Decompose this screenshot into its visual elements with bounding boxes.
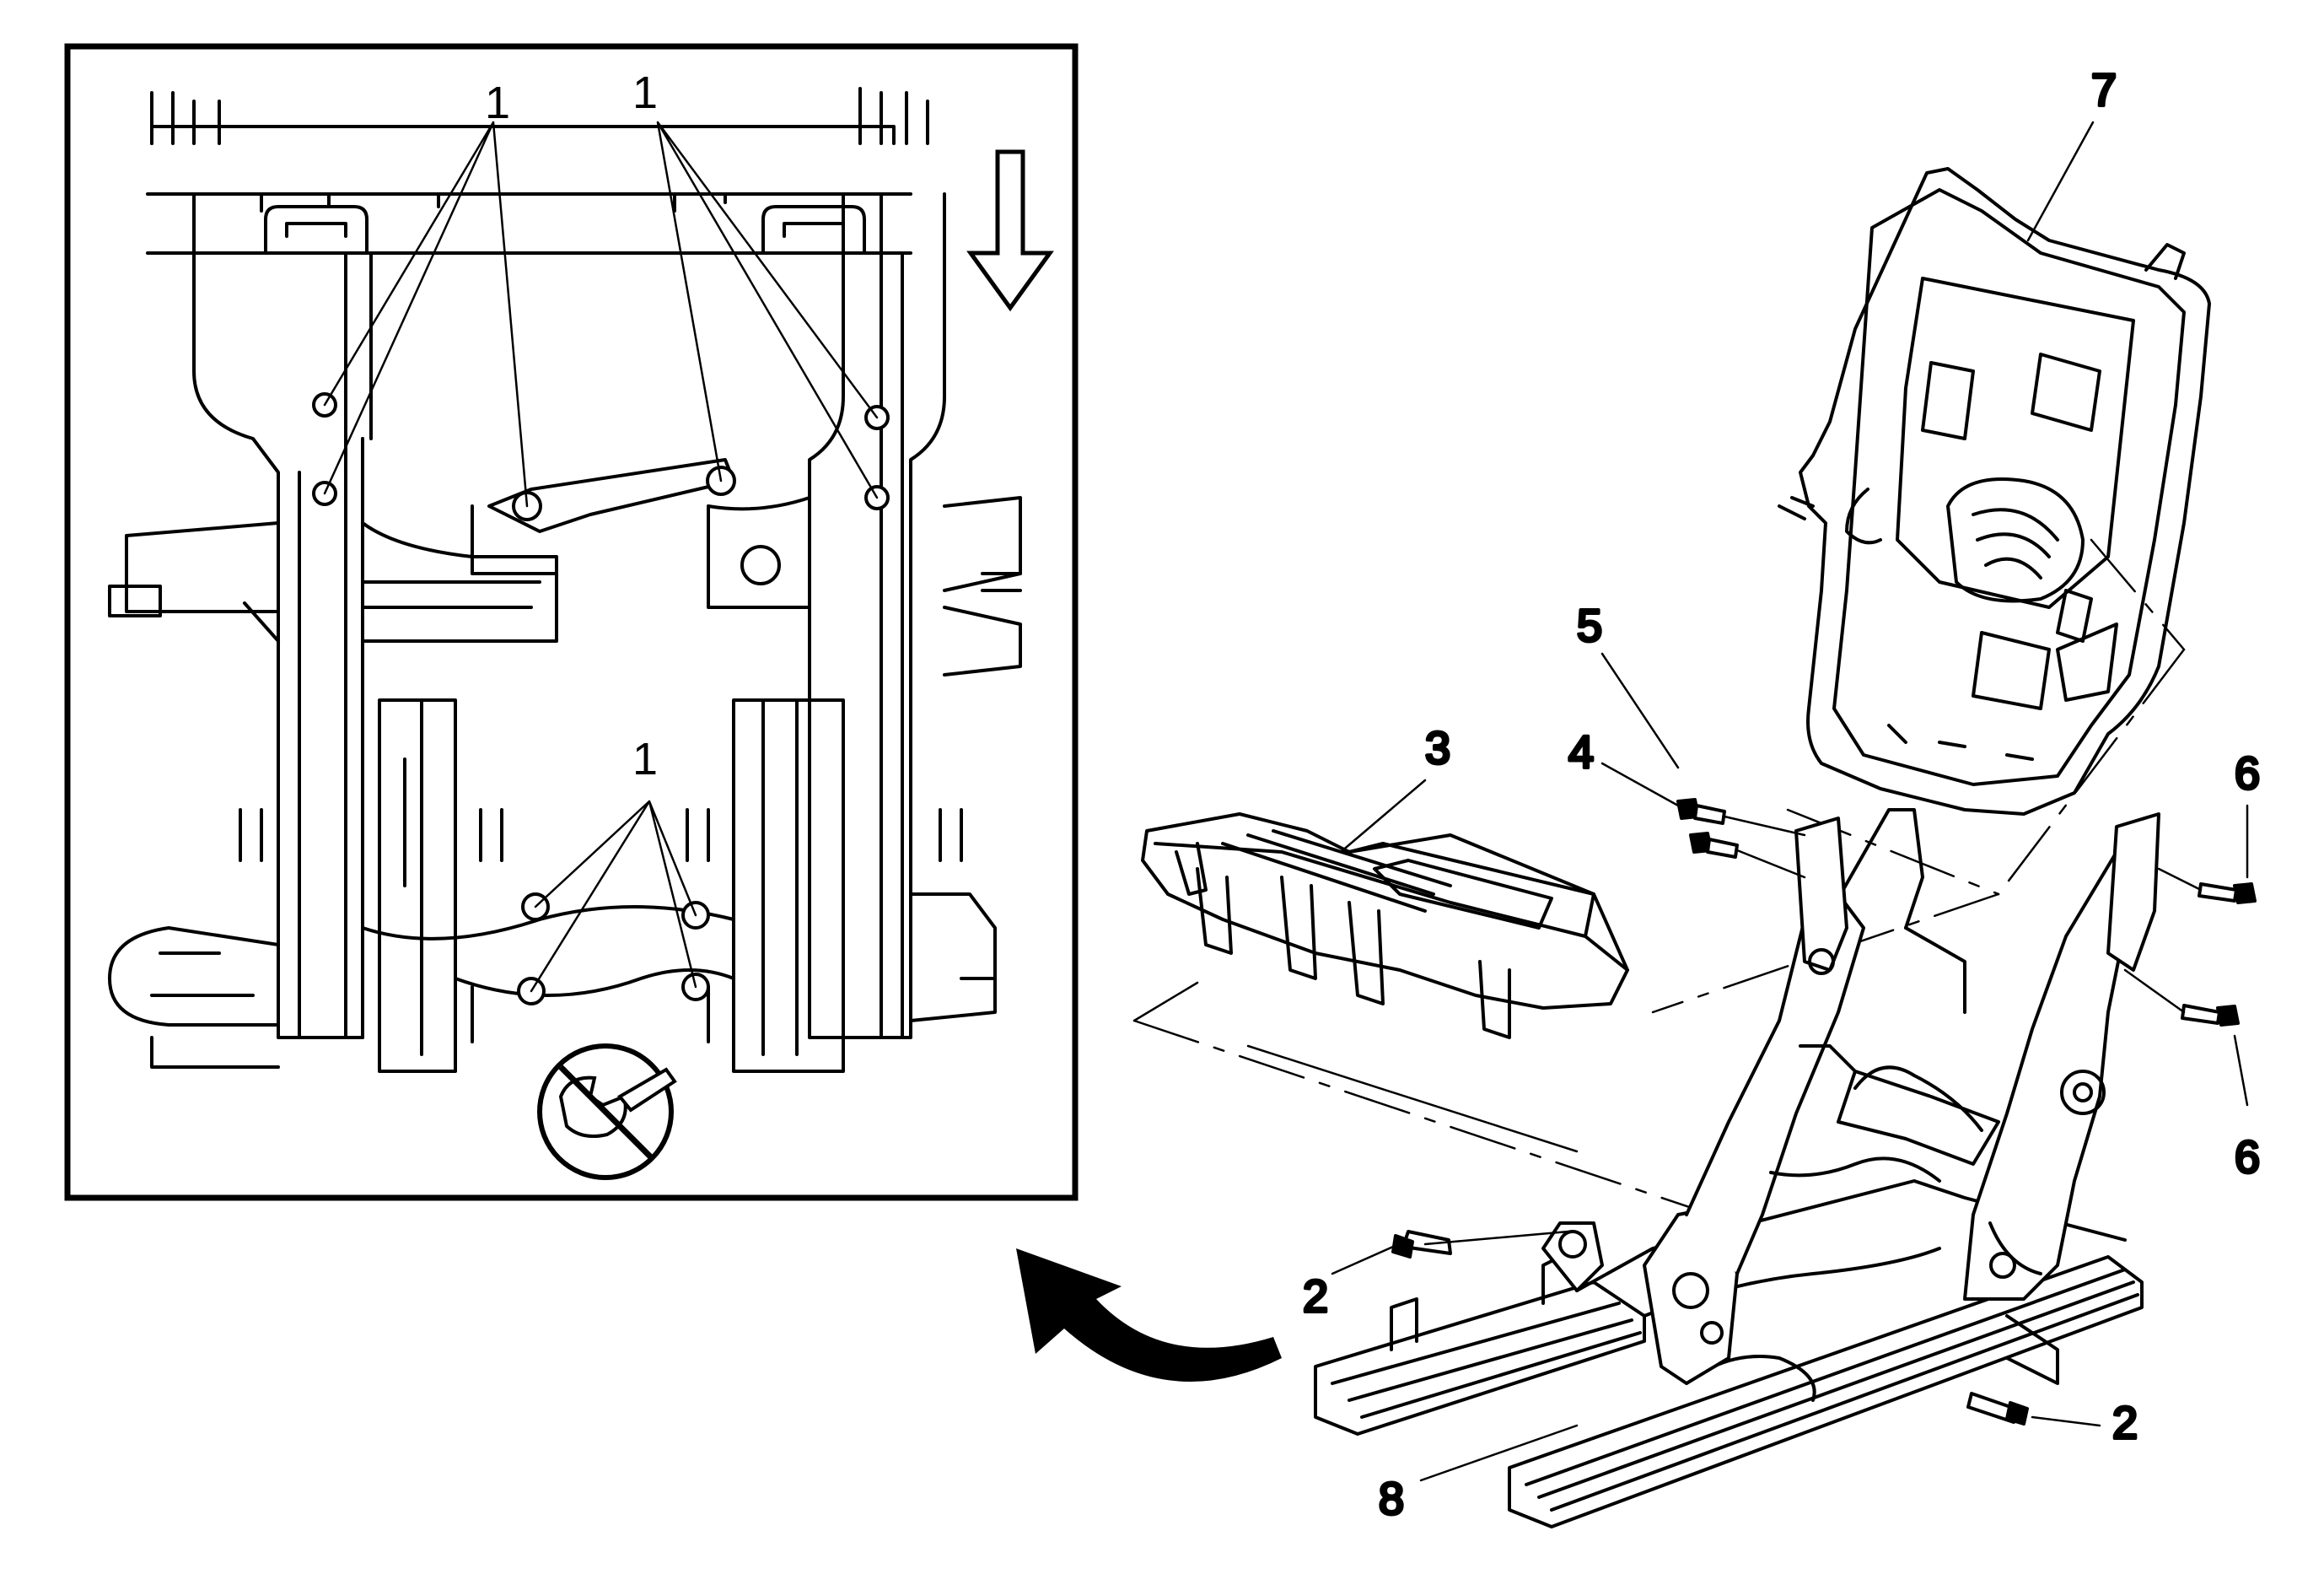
- seat-back-frame: [1778, 167, 2211, 816]
- bolt-5-axis: [1723, 815, 1806, 837]
- exploded-assembly: 7 3: [1132, 63, 2262, 1528]
- callout-6-upper: 6: [2235, 748, 2260, 799]
- callout-1-leaders: [323, 121, 879, 993]
- callout-5: 5: [1577, 601, 1602, 651]
- seat-base-frame: [1314, 808, 2160, 1528]
- callout-2-left-leader: [1331, 1230, 1570, 1275]
- bolt-6-upper-axis: [2157, 867, 2203, 892]
- callout-2-left: 2: [1303, 1271, 1328, 1322]
- callout-8: 8: [1379, 1474, 1404, 1524]
- arrow-down-icon: [966, 149, 1054, 312]
- callout-1-top-right: 1: [632, 67, 658, 118]
- callout-2-right-leader: [2031, 1415, 2101, 1427]
- callout-4-leader: [1600, 762, 1680, 807]
- bolts-4-5: [1676, 798, 1739, 859]
- detail-view: 1 1 1: [64, 43, 1079, 1201]
- callout-6-lower-leader: [2233, 1034, 2249, 1107]
- callout-4: 4: [1568, 727, 1594, 778]
- callout-8-leader: [1419, 1424, 1579, 1482]
- callout-3-leader: [1339, 779, 1427, 854]
- detail-frame: [64, 43, 1079, 1201]
- callout-7: 7: [2091, 65, 2117, 116]
- bolt-4-axis: [1735, 849, 1806, 879]
- curved-arrow-icon: [1016, 1248, 1282, 1382]
- callout-3: 3: [1425, 723, 1450, 774]
- callout-6-lower: 6: [2235, 1132, 2260, 1183]
- console-alignment-bracket: [1132, 981, 1579, 1153]
- callout-2-right: 2: [2112, 1398, 2138, 1448]
- callout-7-leader: [2026, 121, 2095, 242]
- bolt-6-lower-axis: [2123, 968, 2186, 1014]
- console-assembly: [1141, 812, 1629, 1039]
- callout-1-top-left: 1: [485, 78, 510, 128]
- no-impact-wrench-icon: [537, 1043, 677, 1180]
- bolts-6: [2181, 882, 2257, 1027]
- callout-1-lower: 1: [632, 734, 658, 784]
- callout-5-leader: [1600, 652, 1680, 769]
